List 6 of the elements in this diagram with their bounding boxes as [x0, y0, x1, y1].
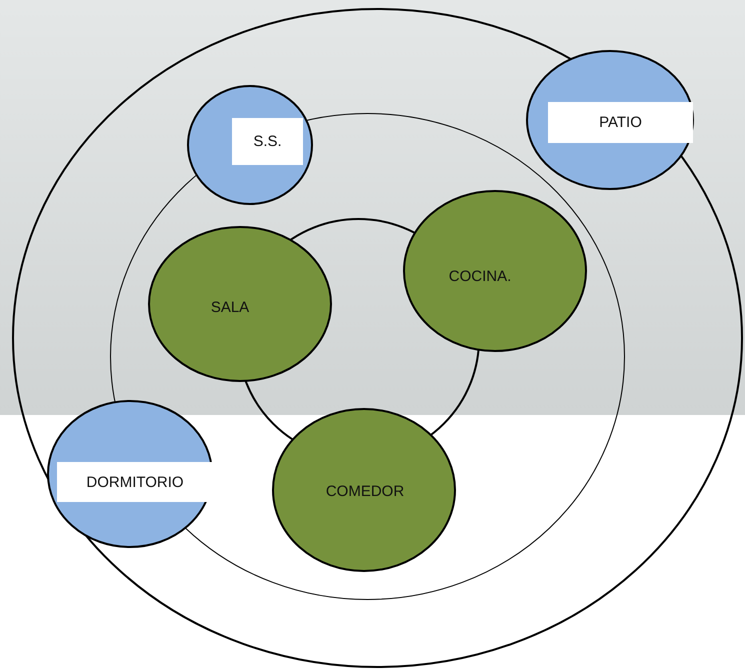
room-label: COMEDOR — [324, 482, 406, 502]
room-label: DORMITORIO — [57, 462, 213, 502]
room-label: S.S. — [232, 118, 303, 165]
room-label: COCINA. — [448, 267, 512, 287]
room-label: PATIO — [548, 102, 693, 143]
room-label: SALA — [210, 298, 250, 318]
